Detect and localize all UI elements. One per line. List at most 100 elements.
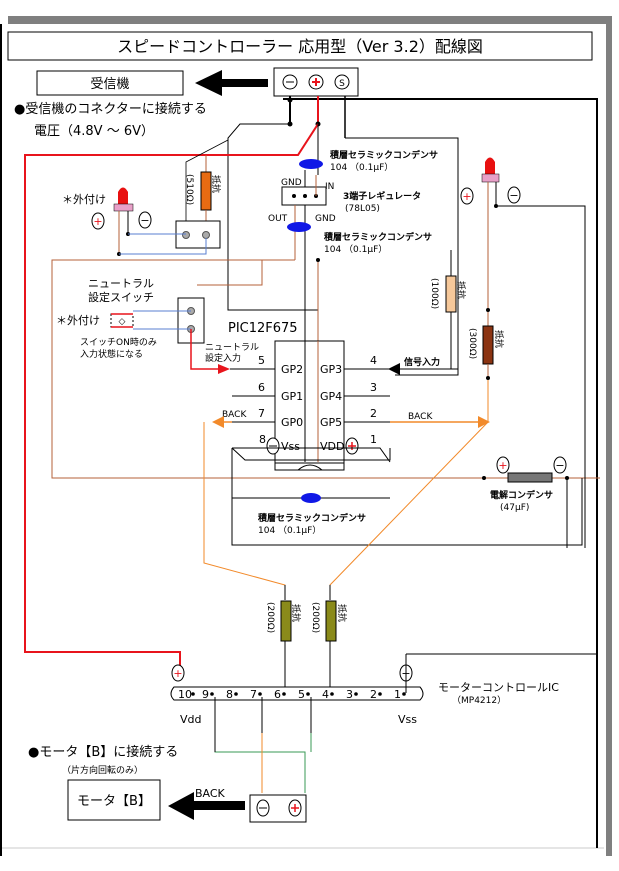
svg-text:（MP4212）: （MP4212） — [452, 695, 506, 706]
svg-text:7: 7 — [258, 407, 265, 420]
svg-text:抵抗: 抵抗 — [336, 604, 348, 622]
svg-text:抵抗: 抵抗 — [290, 604, 302, 622]
svg-text:+: + — [173, 667, 182, 680]
svg-text:(300Ω): (300Ω) — [467, 328, 477, 359]
svg-text:−: − — [140, 214, 149, 227]
bottom-margin — [0, 856, 619, 871]
svg-text:2: 2 — [370, 407, 377, 420]
svg-text:電解コンデンサ: 電解コンデンサ — [490, 489, 553, 501]
motor-box — [67, 779, 161, 821]
svg-text:設定入力: 設定入力 — [205, 352, 241, 364]
title-box — [7, 31, 593, 61]
ic-pin-2: 2 — [370, 688, 377, 701]
svg-text:抵抗: 抵抗 — [493, 330, 505, 348]
svg-text:BACK: BACK — [222, 410, 247, 420]
pic12f675-chip — [274, 340, 345, 464]
resistor-300 — [482, 325, 494, 365]
svg-text:BACK: BACK — [195, 787, 226, 800]
led-right-icon — [485, 157, 495, 174]
svg-text:6: 6 — [258, 381, 265, 394]
svg-text:ニュートラル: ニュートラル — [88, 277, 154, 290]
svg-text:(47μF): (47μF) — [500, 503, 529, 513]
svg-text:104 （0.1μF）: 104 （0.1μF） — [258, 525, 321, 536]
ic-pin-dot — [258, 692, 262, 696]
svg-text:(100Ω): (100Ω) — [429, 278, 439, 309]
arrow-to-motor-icon — [168, 792, 245, 820]
ic-pin-8: 8 — [226, 688, 233, 701]
svg-text:+: + — [462, 190, 471, 203]
svg-text:VDD: VDD — [320, 440, 344, 453]
svg-text:積層セラミックコンデンサ: 積層セラミックコンデンサ — [257, 512, 366, 524]
ic-pin-6: 6 — [274, 688, 281, 701]
svg-text:設定スイッチ: 設定スイッチ — [88, 290, 154, 304]
svg-text:IN: IN — [325, 182, 334, 192]
electrolytic-cap — [507, 472, 553, 483]
svg-text:+: + — [93, 215, 102, 228]
switch-external-label: ＊外付け — [56, 314, 100, 327]
svg-text:GP0: GP0 — [281, 416, 303, 429]
ic-pin-7: 7 — [250, 688, 257, 701]
svg-text:−: − — [509, 189, 518, 202]
receiver-label: 受信機 — [90, 77, 129, 92]
svg-text:GP4: GP4 — [320, 390, 342, 403]
back-arrow-left-icon — [212, 416, 224, 428]
ceramic-cap-bottom — [301, 493, 321, 503]
resistor-100 — [445, 275, 457, 313]
ic-pin-3: 3 — [346, 688, 353, 701]
svg-text:104 （0.1μF）: 104 （0.1μF） — [330, 162, 393, 173]
ic-pin-dot — [402, 692, 406, 696]
neutral-input-arrow-icon — [218, 364, 230, 374]
svg-text:8: 8 — [259, 433, 266, 446]
resistor-200-b — [325, 600, 337, 642]
motor-ic-name: モーターコントロールIC — [438, 681, 559, 694]
svg-text:(200Ω): (200Ω) — [310, 602, 320, 633]
ic-pin-dot — [282, 692, 286, 696]
svg-text:抵抗: 抵抗 — [210, 175, 222, 193]
svg-text:GP3: GP3 — [320, 363, 342, 376]
motor-label: モータ【B】 — [77, 794, 151, 809]
ic-pin-dot — [210, 692, 214, 696]
svg-text:◇: ◇ — [119, 317, 126, 327]
resistor-200-a — [280, 600, 292, 642]
vcc-rail — [51, 259, 600, 479]
ic-pin-dot — [306, 692, 310, 696]
ceramic-cap-top — [299, 159, 323, 169]
svg-text:積層セラミックコンデンサ: 積層セラミックコンデンサ — [329, 149, 438, 161]
ic-pin-dot — [354, 692, 358, 696]
ic-pin-1: 1 — [394, 688, 401, 701]
svg-text:入力状態になる: 入力状態になる — [80, 348, 143, 360]
ceramic-cap-mid — [287, 222, 311, 232]
ground-rail — [283, 98, 598, 848]
svg-text:3端子レギュレータ: 3端子レギュレータ — [343, 190, 421, 202]
svg-text:GP5: GP5 — [320, 416, 342, 429]
svg-text:(200Ω): (200Ω) — [265, 602, 275, 633]
svg-text:3: 3 — [370, 381, 377, 394]
signal-terminal-icon — [334, 74, 350, 90]
svg-text:(510Ω): (510Ω) — [184, 174, 194, 205]
svg-text:（片方向回転のみ）: （片方向回転のみ） — [62, 764, 143, 776]
back-arrow-right-icon — [478, 416, 490, 428]
svg-text:信号入力: 信号入力 — [404, 356, 440, 368]
signal-input-arrow-icon — [388, 363, 400, 375]
svg-text:GP2: GP2 — [281, 363, 303, 376]
ic-pin-9: 9 — [202, 688, 209, 701]
receiver-note: ●受信機のコネクターに接続する — [14, 101, 207, 117]
ic-pin-dot — [234, 692, 238, 696]
svg-text:(78L05): (78L05) — [345, 204, 380, 214]
led-left-icon — [118, 187, 128, 204]
svg-text:104 （0.1μF）: 104 （0.1μF） — [324, 244, 387, 255]
motor-note: ●モータ【B】に接続する — [28, 744, 178, 760]
svg-text:1: 1 — [370, 433, 377, 446]
svg-text:GND: GND — [315, 214, 336, 224]
vdd-wire — [24, 123, 319, 670]
svg-text:OUT: OUT — [268, 214, 288, 224]
ic-pin-dot — [330, 692, 334, 696]
resistor-510 — [200, 171, 212, 211]
svg-text:GP1: GP1 — [281, 390, 303, 403]
svg-text:Vdd: Vdd — [180, 713, 202, 726]
svg-text:BACK: BACK — [408, 412, 433, 422]
ic-pin-5: 5 — [298, 688, 305, 701]
svg-text:ニュートラル: ニュートラル — [205, 342, 259, 353]
